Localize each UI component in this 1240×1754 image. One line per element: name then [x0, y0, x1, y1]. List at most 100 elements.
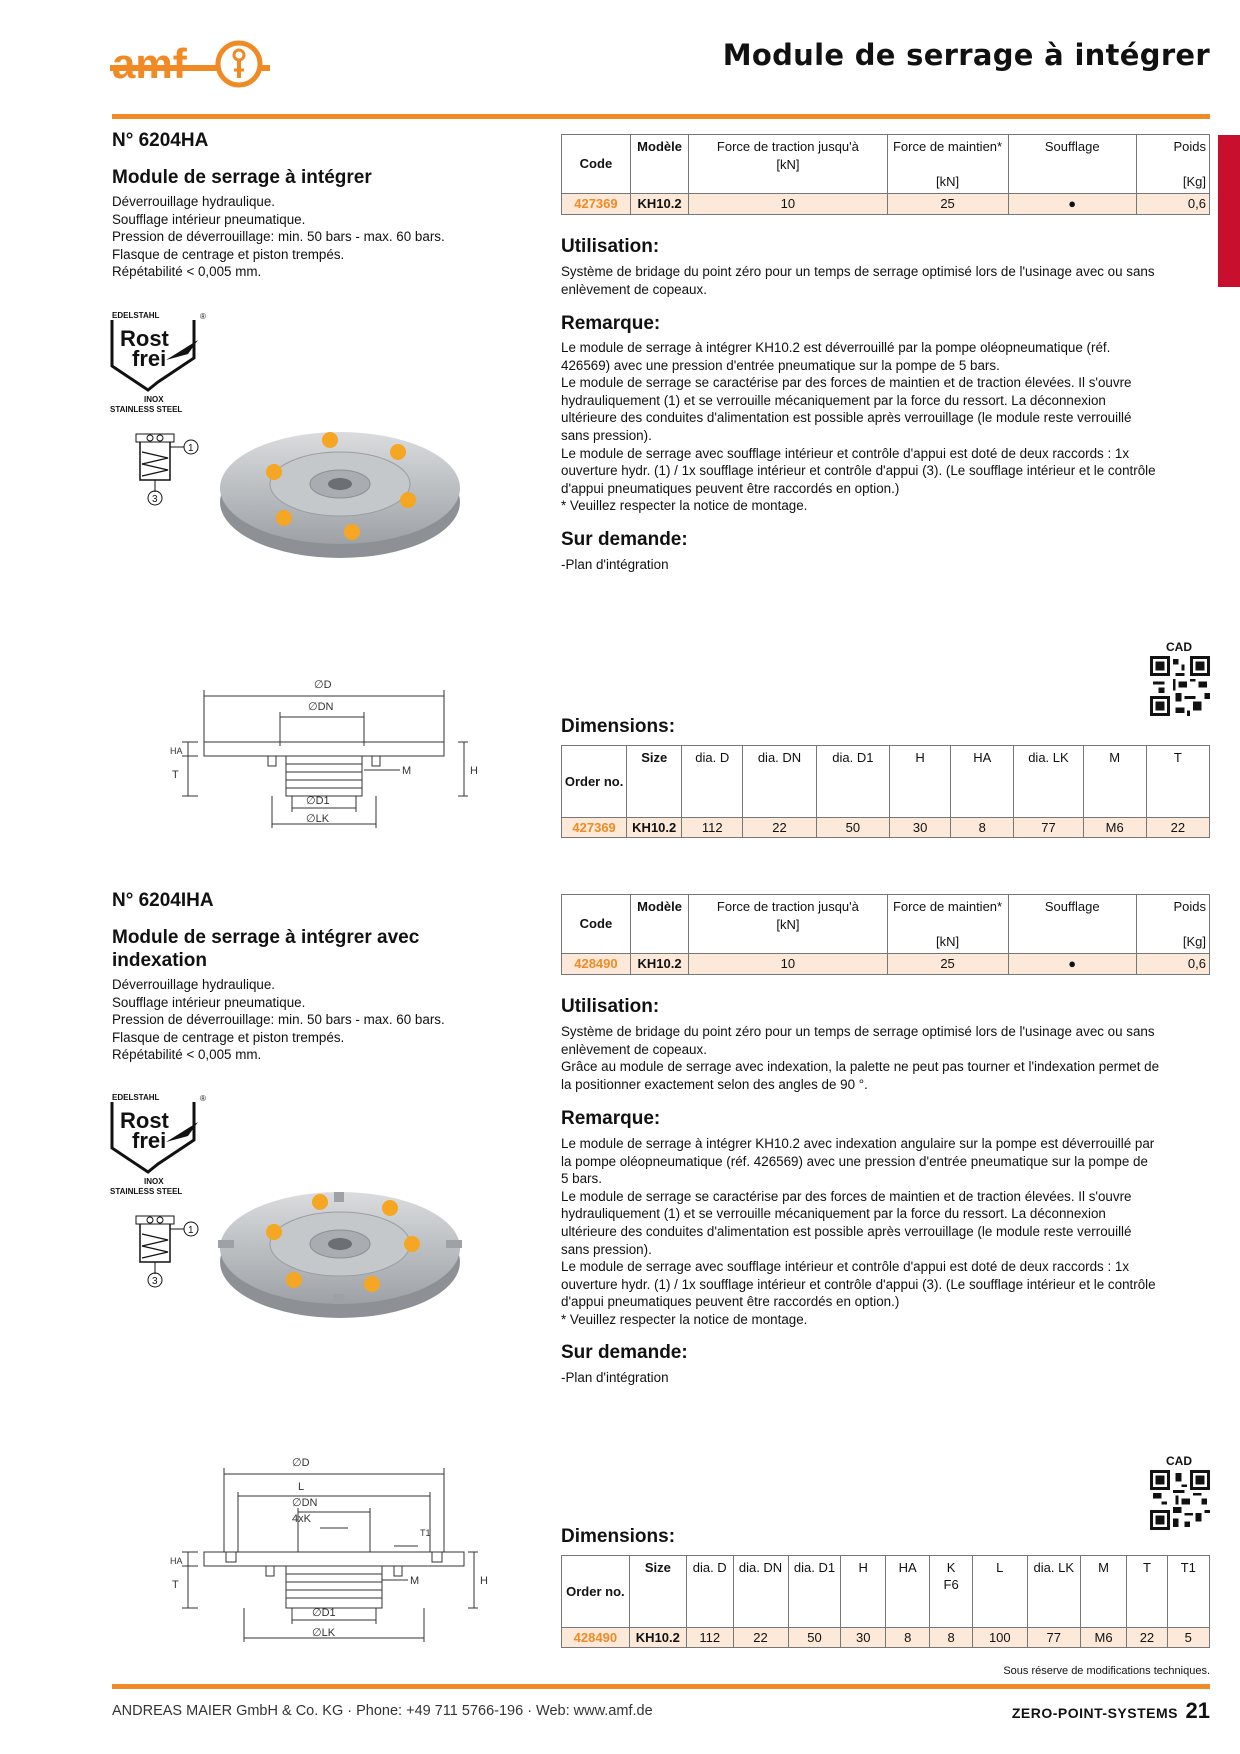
- product-title: Module de serrage à intégrer avec indexa…: [112, 927, 420, 971]
- col-order-no: Order no.: [561, 1555, 630, 1628]
- col-dia-d1: dia. D1: [815, 745, 891, 818]
- col-maintien: Force de maintien*[kN]: [886, 133, 1009, 194]
- badge-registered: ®: [200, 312, 206, 321]
- cell-dia-d1: 50: [787, 1627, 842, 1648]
- badge-top-text: EDELSTAHL: [112, 1093, 160, 1102]
- cell-dia-lk: 77: [1026, 1627, 1081, 1648]
- label-h: H: [470, 765, 478, 777]
- col-maintien: Force de maintien*[kN]: [886, 893, 1009, 954]
- dimension-drawing: ∅D L ∅DN 4xK ∅D1 ∅LK M H T1 HA T: [168, 1452, 498, 1652]
- cell-poids: 0,6: [1135, 193, 1211, 215]
- section-heading-remarque: Remarque:: [561, 1108, 661, 1129]
- badge-line1: Rost: [120, 1108, 170, 1133]
- footer-note: Sous réserve de modifications techniques…: [1003, 1665, 1210, 1677]
- label-h: H: [480, 1575, 488, 1587]
- hydraulic-schematic: 1 3: [134, 1214, 204, 1304]
- product-features: Déverrouillage hydraulique. Soufflage in…: [112, 977, 445, 1063]
- cell-t1: 5: [1166, 1627, 1211, 1648]
- cad-qr-code[interactable]: [1150, 656, 1210, 716]
- demande-text: -Plan d'intégration: [561, 557, 669, 572]
- cell-soufflage: ●: [1007, 193, 1137, 215]
- section-heading-remarque: Remarque:: [561, 313, 661, 334]
- badge-bottom1: INOX: [144, 1177, 164, 1186]
- label-m: M: [402, 765, 411, 777]
- cell-m: M6: [1079, 1627, 1128, 1648]
- spec-table: Code Modèle Force de traction jusqu'à[kN…: [561, 893, 1211, 975]
- badge-bottom2: STAINLESS STEEL: [110, 1187, 182, 1196]
- rostfrei-badge: EDELSTAHL ® Rost frei INOX STAINLESS STE…: [108, 310, 208, 414]
- cad-label: CAD: [1166, 1454, 1192, 1468]
- demande-text: -Plan d'intégration: [561, 1370, 669, 1385]
- remarque-text: Le module de serrage à intégrer KH10.2 a…: [561, 1136, 1156, 1327]
- badge-line2: frei: [132, 346, 166, 371]
- col-soufflage: Soufflage: [1007, 133, 1137, 194]
- cell-l: 100: [971, 1627, 1028, 1648]
- col-poids: Poids[Kg]: [1135, 133, 1211, 194]
- page-title: Module de serrage à intégrer: [722, 38, 1210, 72]
- footer-company: ANDREAS MAIER GmbH & Co. KG · Phone: +49…: [112, 1703, 653, 1719]
- col-order-no: Order no.: [560, 745, 628, 818]
- cell-model: KH10.2: [629, 193, 690, 215]
- label-lk: ∅LK: [312, 1627, 336, 1639]
- col-t: T: [1145, 745, 1211, 818]
- col-ha: HA: [950, 745, 1015, 818]
- section-heading-utilisation: Utilisation:: [561, 996, 660, 1017]
- col-dia-dn: dia. DN: [732, 1555, 789, 1628]
- cell-model: KH10.2: [629, 953, 690, 975]
- label-t1: T1: [420, 1528, 431, 1538]
- svg-text:amf: amf: [112, 40, 188, 87]
- header-rule: [112, 114, 1210, 119]
- dimension-table: Order no. Size dia. D dia. DN dia. D1 H …: [561, 1555, 1211, 1648]
- col-h: H: [889, 745, 952, 818]
- label-dn: ∅DN: [292, 1497, 318, 1509]
- cell-t: 22: [1145, 817, 1211, 838]
- label-ha: HA: [170, 1556, 183, 1566]
- product-number: N° 6204HA: [112, 130, 209, 151]
- cell-size: KH10.2: [626, 817, 683, 838]
- col-m: M: [1082, 745, 1147, 818]
- cell-soufflage: ●: [1007, 953, 1137, 975]
- col-dia-d: dia. D: [685, 1555, 734, 1628]
- cell-ha: 8: [884, 1627, 931, 1648]
- dimension-drawing: ∅D ∅DN ∅D1 ∅LK M H HA T: [168, 672, 488, 842]
- cell-size: KH10.2: [628, 1627, 687, 1648]
- cad-label: CAD: [1166, 640, 1192, 654]
- badge-top-text: EDELSTAHL: [112, 311, 160, 320]
- col-size: Size: [626, 745, 683, 818]
- label-t: T: [172, 769, 179, 781]
- col-size: Size: [628, 1555, 687, 1628]
- col-soufflage: Soufflage: [1007, 893, 1137, 954]
- label-d1: ∅D1: [306, 795, 330, 807]
- cad-qr-code[interactable]: [1150, 1470, 1210, 1530]
- section-heading-dimensions: Dimensions:: [561, 716, 676, 737]
- badge-bottom2: STAINLESS STEEL: [110, 405, 182, 414]
- label-d1: ∅D1: [312, 1607, 336, 1619]
- col-poids: Poids[Kg]: [1135, 893, 1211, 954]
- col-dia-lk: dia. LK: [1013, 745, 1084, 818]
- rostfrei-badge: EDELSTAHL ® Rost frei INOX STAINLESS STE…: [108, 1092, 208, 1196]
- cell-k: 8: [929, 1627, 973, 1648]
- label-t: T: [172, 1579, 179, 1591]
- section-heading-utilisation: Utilisation:: [561, 236, 660, 257]
- cell-traction: 10: [688, 953, 888, 975]
- section-tab: [1218, 135, 1240, 287]
- hydraulic-schematic: 1 3: [134, 432, 204, 522]
- page-number: 21: [1185, 1698, 1210, 1723]
- utilisation-text: Système de bridage du point zéro pour un…: [561, 1024, 1160, 1092]
- col-code: Code: [561, 893, 631, 955]
- spec-table: Code Modèle Force de traction jusqu'à[kN…: [561, 133, 1211, 215]
- col-model: Modèle: [629, 133, 690, 194]
- footer-series: ZERO-POINT-SYSTEMS: [1011, 1705, 1178, 1721]
- col-ha: HA: [884, 1555, 931, 1628]
- cell-dia-dn: 22: [732, 1627, 789, 1648]
- cell-h: 30: [840, 1627, 886, 1648]
- product-number: N° 6204IHA: [112, 890, 214, 911]
- label-d: ∅D: [314, 679, 332, 691]
- table-row: 427369 KH10.2 112 22 50 30 8 77 M6 22: [560, 817, 1211, 838]
- badge-bottom1: INOX: [144, 395, 164, 404]
- label-ha: HA: [170, 746, 183, 756]
- cell-maintien: 25: [886, 193, 1009, 215]
- col-model: Modèle: [629, 893, 690, 954]
- cell-dia-d: 112: [685, 1627, 734, 1648]
